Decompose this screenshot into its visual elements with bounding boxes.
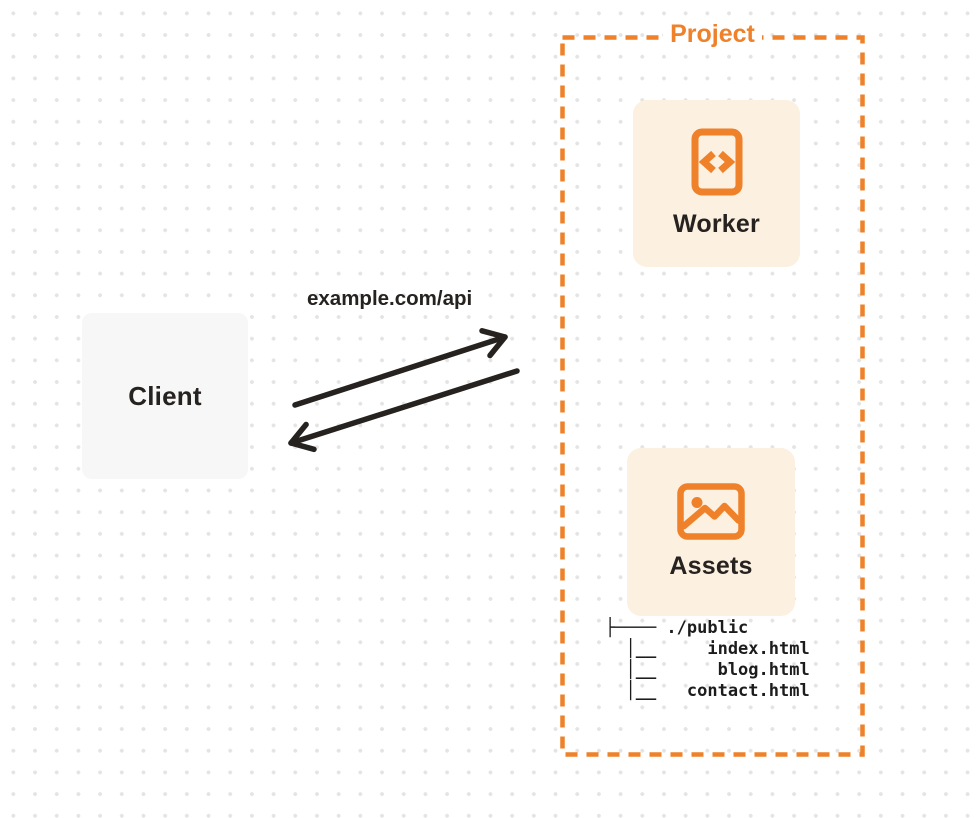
worker-node-label: Worker — [673, 210, 760, 238]
assets-node-label: Assets — [669, 552, 753, 580]
code-file-icon — [691, 128, 742, 196]
file-tree-line-index: │__ index.html — [605, 639, 810, 659]
assets-file-tree: ├──── ./public │__ index.html │__ blog.h… — [605, 618, 810, 702]
assets-node: Assets — [627, 448, 795, 616]
request-url-label: example.com/api — [307, 287, 473, 310]
image-icon — [677, 483, 745, 540]
client-node: Client — [82, 313, 248, 479]
response-arrow-icon — [288, 368, 520, 453]
file-tree-line-public: ├──── ./public — [605, 618, 749, 638]
client-node-label: Client — [128, 380, 202, 411]
file-tree-line-contact: │__ contact.html — [605, 681, 810, 701]
file-tree-line-blog: │__ blog.html — [605, 660, 810, 680]
request-arrow-icon — [292, 328, 508, 408]
worker-node: Worker — [633, 100, 800, 267]
